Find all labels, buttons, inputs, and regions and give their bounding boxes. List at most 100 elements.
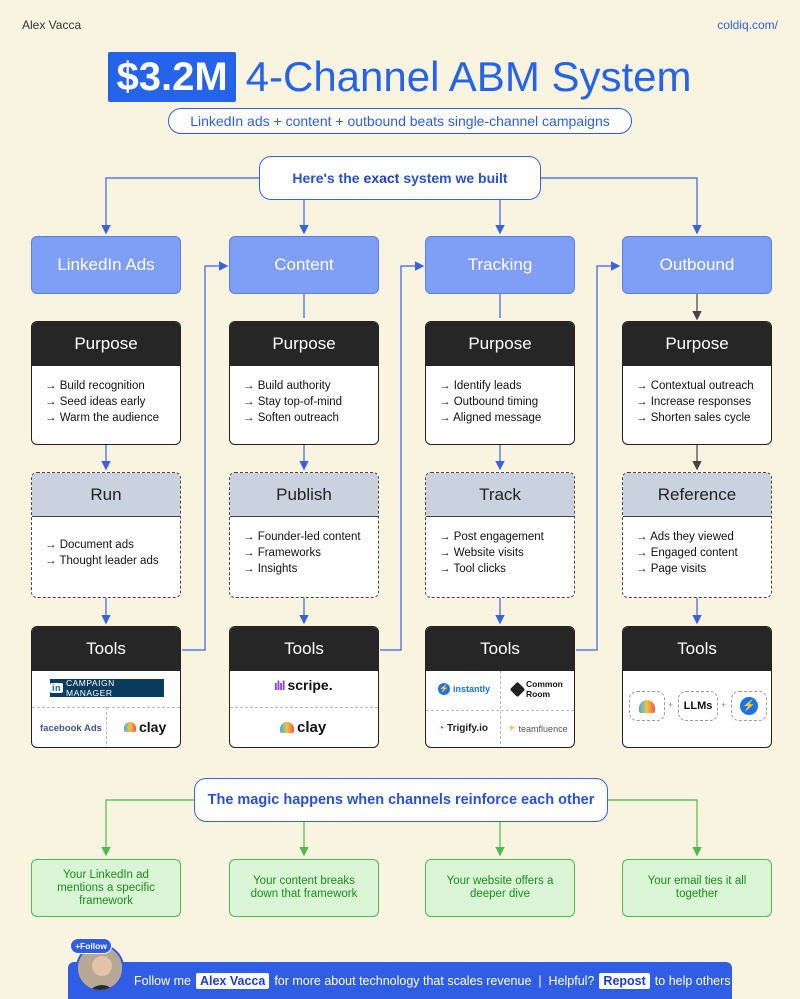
track-card: Track Post engagement Website visits Too… (425, 472, 575, 598)
list-item: Identify leads (439, 378, 574, 394)
hero-bold: exact (363, 170, 400, 186)
publish-card: Publish Founder-led content Frameworks I… (229, 472, 379, 598)
divider (106, 707, 107, 747)
list-item: Soften outreach (243, 410, 378, 426)
list-item: Insights (243, 561, 378, 577)
divider (500, 671, 501, 747)
linkedin-icon: in (50, 683, 63, 693)
footer-pre: Follow me (134, 973, 191, 988)
list-item: Aligned message (439, 410, 574, 426)
list-item: Founder-led content (243, 529, 378, 545)
footer-name-tag[interactable]: Alex Vacca (195, 972, 270, 989)
reference-card: Reference Ads they viewed Engaged conten… (622, 472, 772, 598)
trigify-label: Trigify.io (447, 723, 488, 734)
purpose-title: Purpose (32, 322, 180, 366)
follow-button[interactable]: +Follow (70, 938, 112, 954)
clay-label: clay (297, 719, 327, 736)
hero-box: Here's the exact system we built (259, 156, 541, 200)
clay-icon (639, 699, 655, 713)
purpose-card-outbound: Purpose Contextual outreach Increase res… (622, 321, 772, 445)
clay-logo: clay (124, 719, 166, 735)
common-room-label: Common Room (526, 679, 563, 699)
list-item: Increase responses (636, 394, 771, 410)
page-title: $3.2M 4-Channel ABM System (0, 52, 800, 102)
footer-banner: Follow me Alex Vacca for more about tech… (68, 962, 732, 999)
trigify-icon: ◔ (438, 723, 445, 734)
outcome-email: Your email ties it all together (622, 859, 772, 917)
list-item: Engaged content (636, 545, 771, 561)
repost-tag[interactable]: Repost (599, 972, 650, 989)
list-item: Build authority (243, 378, 378, 394)
list-item: Stay top-of-mind (243, 394, 378, 410)
bolt-icon: ⚡ (740, 697, 758, 715)
facebook-ads-logo: facebook Ads (40, 723, 102, 734)
tools-card-linkedin-ads: Tools in CAMPAIGN MANAGER facebook Ads c… (31, 626, 181, 748)
footer-mid: for more about technology that scales re… (274, 973, 595, 988)
purpose-title: Purpose (426, 322, 574, 366)
step-title: Reference (623, 473, 771, 517)
tools-card-content: Tools ılıl scripe. clay (229, 626, 379, 748)
list-item: Outbound timing (439, 394, 574, 410)
teamfluence-icon: ✳ (508, 723, 516, 733)
teamfluence-logo: ✳ teamfluence (508, 723, 568, 734)
divider (230, 707, 378, 708)
list-item: Website visits (439, 545, 574, 561)
outcome-content: Your content breaks down that framework (229, 859, 379, 917)
footer-post: to help others (654, 973, 731, 988)
waveform-icon: ılıl (274, 677, 285, 693)
clay-logo: clay (280, 719, 326, 736)
scripe-logo: ılıl scripe. (274, 677, 333, 693)
clay-label: clay (139, 719, 167, 735)
scripe-label: scripe. (287, 677, 333, 693)
tools-title: Tools (32, 627, 180, 671)
trigify-logo: ◔ Trigify.io (438, 723, 488, 734)
title-highlight: $3.2M (108, 52, 236, 102)
instantly-label: instantly (453, 684, 491, 694)
outcome-linkedin: Your LinkedIn ad mentions a specific fra… (31, 859, 181, 917)
tools-card-outbound: Tools + LLMs + ⚡ (622, 626, 772, 748)
instantly-tool-icon: ⚡ (731, 691, 767, 721)
clay-icon (124, 722, 136, 732)
list-item: Ads they viewed (636, 529, 771, 545)
step-title: Run (32, 473, 180, 517)
list-item: Document ads (45, 537, 180, 553)
list-item: Tool clicks (439, 561, 574, 577)
step-title: Publish (230, 473, 378, 517)
list-item: Post engagement (439, 529, 574, 545)
common-room-icon (509, 681, 526, 697)
instantly-logo: ⚡ instantly (438, 683, 490, 695)
tools-card-tracking: Tools ⚡ instantly Common Room ◔ Trigify.… (425, 626, 575, 748)
subtitle: LinkedIn ads + content + outbound beats … (168, 108, 632, 134)
outcome-website: Your website offers a deeper dive (425, 859, 575, 917)
tools-title: Tools (230, 627, 378, 671)
tools-title: Tools (623, 627, 771, 671)
list-item: Page visits (636, 561, 771, 577)
purpose-card-linkedin-ads: Purpose Build recognition Seed ideas ear… (31, 321, 181, 445)
list-item: Contextual outreach (636, 378, 771, 394)
hero-post: system we built (403, 170, 508, 186)
list-item: Warm the audience (45, 410, 180, 426)
channel-tracking: Tracking (425, 236, 575, 294)
clay-tool-icon (629, 691, 665, 721)
purpose-title: Purpose (230, 322, 378, 366)
purpose-card-content: Purpose Build authority Stay top-of-mind… (229, 321, 379, 445)
step-title: Track (426, 473, 574, 517)
channel-outbound: Outbound (622, 236, 772, 294)
plus-icon: + (668, 700, 674, 710)
campaign-manager-logo: in CAMPAIGN MANAGER (50, 678, 164, 698)
run-card: Run Document ads Thought leader ads (31, 472, 181, 598)
bolt-icon: ⚡ (438, 683, 450, 695)
tools-title: Tools (426, 627, 574, 671)
list-item: Thought leader ads (45, 553, 180, 569)
list-item: Build recognition (45, 378, 180, 394)
magic-box: The magic happens when channels reinforc… (194, 778, 608, 822)
plus-icon: + (721, 700, 727, 710)
campaign-manager-label: CAMPAIGN MANAGER (66, 678, 115, 698)
channel-linkedin-ads: LinkedIn Ads (31, 236, 181, 294)
list-item: Shorten sales cycle (636, 410, 771, 426)
list-item: Frameworks (243, 545, 378, 561)
hero-pre: Here's the (292, 170, 360, 186)
site-link[interactable]: coldiq.com/ (717, 18, 778, 32)
author-name: Alex Vacca (22, 18, 82, 32)
common-room-logo: Common Room (509, 679, 570, 699)
